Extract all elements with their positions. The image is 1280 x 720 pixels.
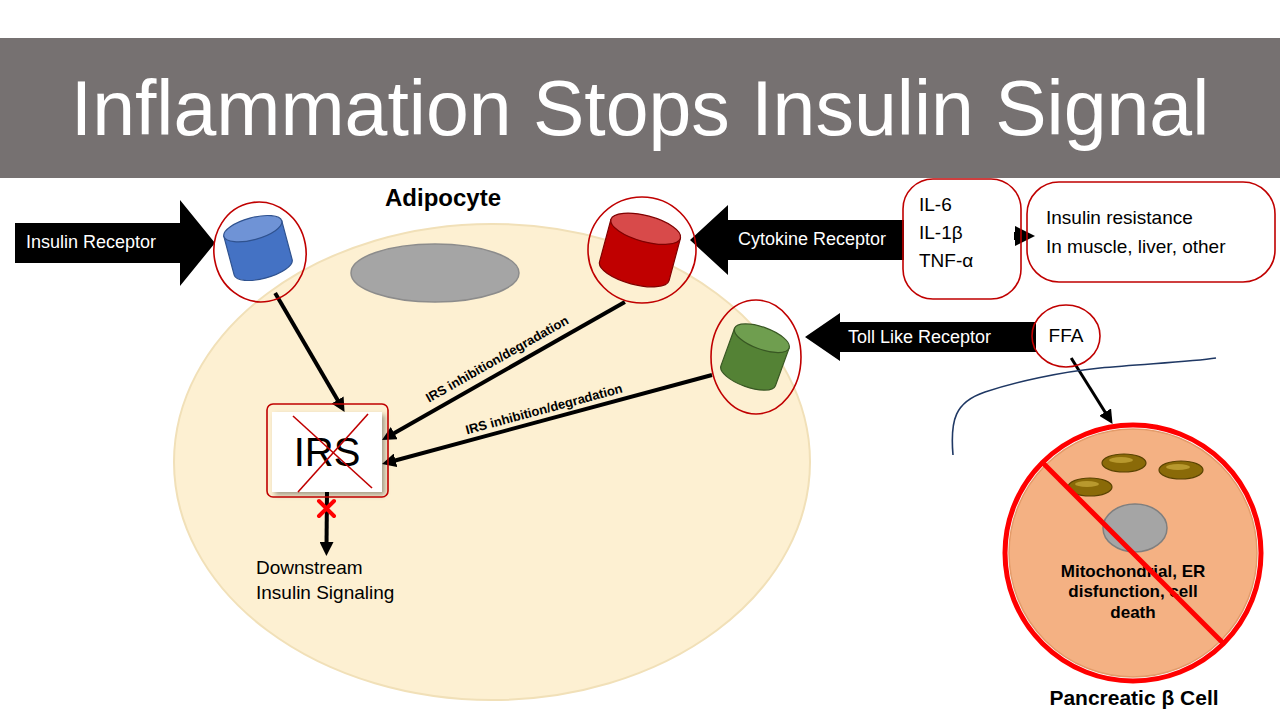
nucleus [351, 244, 519, 302]
cell-damage-text: Mitochondrial, ER disfunction, cell deat… [1058, 562, 1208, 623]
hand-circle [1032, 305, 1100, 367]
prohibition-sign [1005, 425, 1261, 681]
hand-circle [903, 179, 1021, 299]
receptor-label: Insulin Receptor [12, 198, 310, 293]
hand-outline [267, 404, 388, 497]
pathway-name: Downstream Insulin Signaling [256, 556, 406, 605]
receptor-symbol [221, 210, 295, 285]
node-shape [712, 303, 1038, 403]
pathway-text: Downstream Insulin Signaling [256, 556, 416, 612]
receptor-name: Cytokine Receptor [738, 228, 903, 251]
droplet-highlight [1109, 457, 1133, 463]
molecule-box: FFA [1040, 314, 1092, 358]
lipotoxicity-arrow [1071, 358, 1107, 416]
droplet-highlight [1075, 481, 1099, 487]
cell-membrane [1009, 429, 1257, 677]
effect-box: Insulin resistance In muscle, liver, othe… [1035, 196, 1267, 276]
strike-line [293, 416, 372, 488]
hand-circle [1027, 182, 1275, 282]
receptor-name: Toll Like Receptor [848, 326, 1033, 349]
protein-name: IRS [272, 426, 382, 478]
nucleus [1103, 504, 1167, 552]
receptor-symbol [717, 318, 793, 396]
cytokine-name: IL-1β [919, 221, 1011, 246]
hand-circle [206, 195, 314, 309]
blocked-signal-arrow [324, 492, 329, 546]
molecule-name: FFA [1040, 324, 1092, 349]
receptor-name: Insulin Receptor [26, 231, 178, 254]
block-arrow [15, 200, 215, 286]
prohibition-slash [1043, 463, 1224, 644]
lipid-droplet [1102, 454, 1146, 472]
prohibition-circle [1005, 425, 1261, 681]
block-arrow [690, 205, 904, 275]
effect-arrow [1014, 232, 1021, 240]
activation-arrow [275, 293, 340, 404]
cross-stroke [319, 501, 334, 516]
block-arrow [805, 313, 1036, 361]
cytokine-name: TNF-α [919, 249, 1011, 274]
cell-heading: Adipocyte [368, 182, 518, 213]
cylinder-top [608, 207, 684, 251]
cylinder-top [731, 318, 793, 359]
effect-text: Insulin resistance [1046, 206, 1264, 231]
edge-label: IRS inhibition/degradation [422, 312, 570, 405]
block-cross [319, 501, 334, 516]
lipid-droplet [1159, 461, 1203, 479]
beta-cell: Mitochondrial, ER disfunction, cell deat… [1000, 424, 1268, 716]
cell-heading: Pancreatic β Cell [1014, 684, 1254, 711]
receptor-label: Cytokine Receptor [588, 196, 906, 302]
cylinder-top [221, 210, 285, 247]
receptor-symbol [596, 207, 684, 293]
lipid-droplet [1068, 478, 1112, 496]
hand-annotations [206, 179, 1275, 497]
edge-label: IRS inhibition/degradation [464, 381, 624, 438]
receptor-label: Toll Like Receptor [712, 303, 1038, 403]
hand-circle [588, 197, 696, 303]
cytokine-box: IL-6IL-1βTNF-α [907, 186, 1014, 290]
droplet-highlight [1166, 464, 1190, 470]
cytokine-name: IL-6 [919, 193, 1011, 218]
slide-title: Inflammation Stops Insulin Signal [0, 38, 1280, 178]
protein-box: IRS [272, 412, 382, 492]
effect-text: In muscle, liver, other [1046, 235, 1264, 260]
cross-stroke [319, 501, 334, 516]
hand-circle [711, 300, 801, 414]
title-band [0, 38, 1280, 178]
cell-membrane [174, 224, 810, 700]
strike-line [298, 414, 368, 492]
hand-line [952, 358, 1216, 455]
